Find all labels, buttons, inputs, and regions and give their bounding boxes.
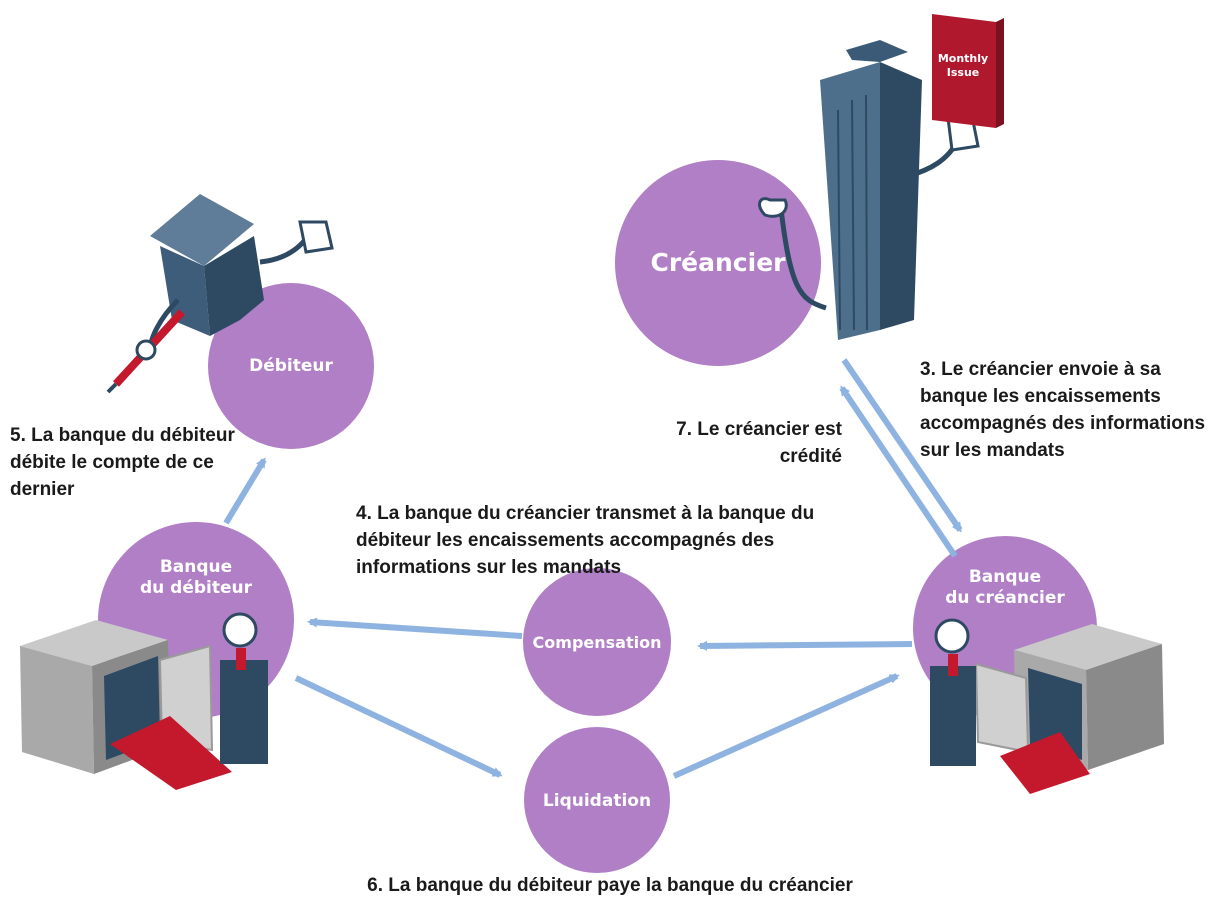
creditor-bank-safe-illustration [930, 618, 1164, 794]
debtor-bank-safe-illustration [20, 612, 268, 790]
compensation-label: Compensation [533, 633, 662, 652]
arrow-bank-to-creancier [839, 385, 958, 558]
step-3-text: 3. Le créancier envoie à sa banque les e… [920, 359, 1206, 461]
book-illustration: Monthly Issue [932, 14, 1004, 128]
arrow-creancier-to-bank [841, 358, 963, 533]
step-4-text: 4. La banque du créancier transmet à la … [356, 503, 815, 578]
step-5-text: 5. La banque du débiteur débite le compt… [10, 425, 235, 500]
arrow-debtor-bank-to-debiteur [223, 457, 267, 525]
house-illustration [106, 194, 334, 394]
arrow-liquidation-to-creditor-bank [672, 673, 900, 779]
liquidation-label: Liquidation [543, 791, 651, 811]
arrow-debtor-bank-to-liquidation [294, 675, 503, 778]
step-6-text: 6. La banque du débiteur paye la banque … [367, 875, 853, 896]
book-label-line-1: Monthly [938, 52, 988, 65]
banque-creancier-label-line-2: du créancier [945, 588, 1065, 608]
compensation-circle [523, 568, 671, 716]
book-label-line-2: Issue [947, 66, 979, 79]
banque-debiteur-label-line-2: du débiteur [140, 578, 253, 598]
arrow-bank-to-compensation [697, 640, 913, 651]
creancier-label: Créancier [651, 248, 787, 277]
arrow-compensation-to-debtor-bank [307, 617, 523, 639]
debiteur-label: Débiteur [249, 356, 333, 376]
banque-debiteur-label-line-1: Banque [160, 557, 232, 577]
step-7-text: 7. Le créancier est crédité [676, 419, 842, 467]
banque-creancier-label-line-1: Banque [969, 567, 1041, 587]
debiteur-circle [208, 283, 374, 449]
liquidation-circle [524, 727, 670, 873]
